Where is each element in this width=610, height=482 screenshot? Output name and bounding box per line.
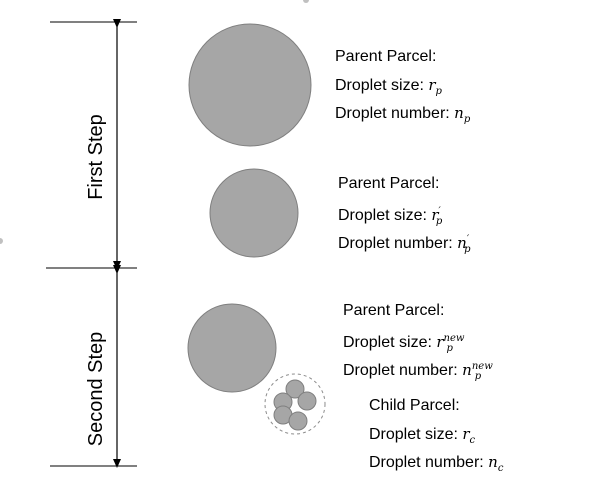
size-symbol: rp [428, 76, 442, 97]
droplet-size-line: Droplet size: r′p [338, 198, 471, 227]
droplet-size-label: Droplet size: [338, 207, 427, 224]
edge-mark [303, 0, 309, 3]
droplet-number-label: Droplet number: [338, 235, 453, 252]
droplet-size-label: Droplet size: [343, 334, 432, 351]
number-symbol: np [454, 104, 471, 125]
parent-droplet-initial [188, 23, 312, 147]
droplet-size-label: Droplet size: [369, 426, 458, 443]
droplet-number-line: Droplet number: nc [369, 448, 503, 476]
first-parent-after-label: Parent Parcel: Droplet size: r′p Droplet… [338, 170, 471, 255]
size-symbol: rc [462, 425, 476, 446]
droplet-number-label: Droplet number: [343, 362, 458, 379]
second-parent-label: Parent Parcel: Droplet size: rnewp Dropl… [343, 297, 493, 382]
number-symbol: n′p [457, 234, 471, 255]
parcel-title: Child Parcel: [369, 397, 460, 414]
first-step-label: First Step [85, 114, 107, 200]
droplet-size-line: Droplet size: rc [369, 420, 503, 448]
droplet-size-line: Droplet size: rnewp [343, 325, 481, 354]
child-droplet [297, 391, 317, 411]
parent-droplet-new [187, 303, 277, 393]
number-symbol: nc [488, 453, 504, 474]
child-droplet [285, 379, 305, 399]
droplet-number-label: Droplet number: [369, 454, 484, 471]
edge-mark [0, 238, 3, 244]
size-symbol: rnewp [436, 333, 465, 354]
second-step-label: Second Step [85, 331, 107, 447]
child-parcel-label: Child Parcel: Droplet size: rc Droplet n… [369, 392, 503, 476]
number-symbol: nnewp [462, 361, 493, 382]
droplet-number-label: Droplet number: [335, 105, 450, 122]
parcel-title: Parent Parcel: [338, 175, 440, 192]
droplet-number-line: Droplet number: np [335, 99, 470, 127]
parcel-title: Parent Parcel: [343, 302, 445, 319]
first-parent-label: Parent Parcel: Droplet size: rp Droplet … [335, 43, 470, 127]
droplet-size-label: Droplet size: [335, 77, 424, 94]
droplet-number-line: Droplet number: n′p [338, 226, 471, 255]
size-symbol: r′p [431, 206, 443, 227]
droplet-size-line: Droplet size: rp [335, 71, 470, 99]
child-droplet [288, 411, 308, 431]
parcel-title: Parent Parcel: [335, 48, 437, 65]
droplet-number-line: Droplet number: nnewp [343, 353, 493, 382]
parent-droplet-shrunk [209, 168, 299, 258]
